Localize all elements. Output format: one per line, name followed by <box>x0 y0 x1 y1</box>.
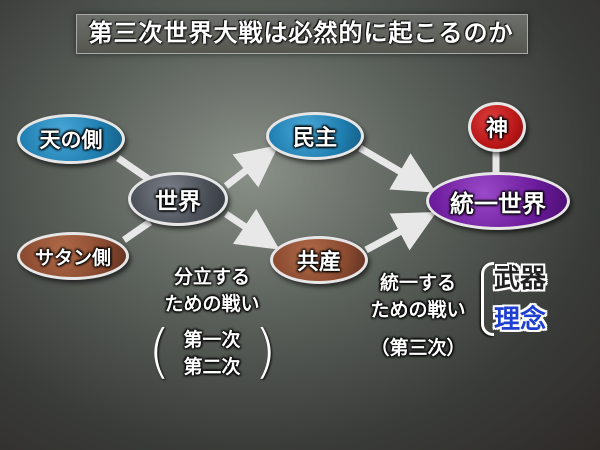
unify-war-line1: 統一する <box>379 272 456 294</box>
node-democracy: 民主 <box>266 112 364 160</box>
connector-satan-world <box>122 219 152 243</box>
third-war-label: （第三次） <box>370 337 466 359</box>
node-god: 神 <box>468 102 526 152</box>
arrow-democracy-unified <box>358 144 437 193</box>
arrow-communism-unified <box>364 212 437 254</box>
node-heaven-side: 天の側 <box>17 114 125 164</box>
paren-right: ) <box>254 317 277 385</box>
node-unified-world-label: 統一世界 <box>450 189 546 218</box>
divide-war-line2: ための戦い <box>164 293 260 315</box>
unify-war-line2: ための戦い <box>370 299 466 321</box>
paren-left: ( <box>148 317 171 385</box>
node-satan-side: サタン側 <box>17 232 129 280</box>
arrow-world-communism <box>224 208 280 250</box>
title-box <box>76 14 528 54</box>
node-satan-side-label: サタン側 <box>34 246 111 269</box>
first-war-label: 第一次 <box>183 329 241 351</box>
divide-war-line1: 分立する <box>173 266 250 288</box>
node-communism: 共産 <box>270 236 368 284</box>
node-communism-label: 共産 <box>296 250 341 275</box>
weapons-label: 武器 <box>494 264 547 294</box>
connector-heaven-world <box>116 155 152 183</box>
node-unified-world: 統一世界 <box>426 172 570 230</box>
node-world: 世界 <box>128 172 228 226</box>
page-title: 第三次世界大戦は必然的に起こるのか <box>88 19 514 47</box>
ideals-label: 理念 <box>494 305 547 335</box>
node-world-label: 世界 <box>155 189 201 215</box>
node-god-label: 神 <box>485 117 508 142</box>
node-heaven-side-label: 天の側 <box>39 128 103 152</box>
arrow-world-democracy <box>223 145 279 189</box>
bracket <box>481 262 494 336</box>
second-war-label: 第二次 <box>183 356 241 378</box>
node-democracy-label: 民主 <box>292 126 337 151</box>
